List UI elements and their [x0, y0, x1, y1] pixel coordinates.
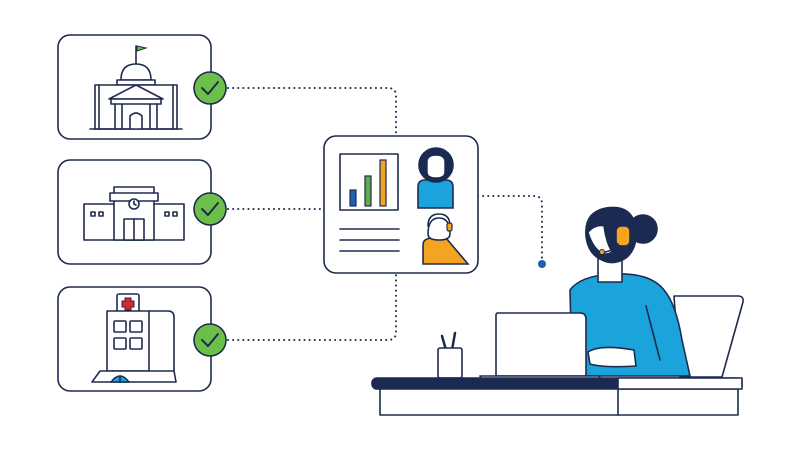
- check-circle-icon: [193, 192, 227, 226]
- card-office: [57, 159, 212, 265]
- mini-chart: [339, 153, 399, 211]
- connector-hospital: [227, 273, 397, 341]
- connector-government: [227, 87, 397, 136]
- capitol-building-icon: [89, 45, 183, 130]
- text-lines: [339, 228, 400, 252]
- connector-lines: [227, 87, 546, 341]
- connector-agent: [477, 195, 543, 259]
- chair: [673, 295, 744, 378]
- laptop: [479, 312, 601, 385]
- workspace-scene: [371, 206, 744, 416]
- card-hospital: [57, 286, 212, 392]
- office-building-icon: [83, 186, 185, 241]
- hospital-building-icon: [91, 293, 177, 383]
- avatar-person-icon: [417, 147, 454, 209]
- pen-holder: [437, 331, 463, 379]
- check-circle-icon: [193, 71, 227, 105]
- card-government: [57, 34, 212, 140]
- connector-end-dot: [538, 260, 546, 268]
- dashboard-panel-icon: [323, 135, 479, 274]
- support-agent-icon: [569, 206, 691, 377]
- avatar-agent-icon: [422, 213, 470, 265]
- desk: [371, 377, 743, 416]
- check-circle-icon: [193, 323, 227, 357]
